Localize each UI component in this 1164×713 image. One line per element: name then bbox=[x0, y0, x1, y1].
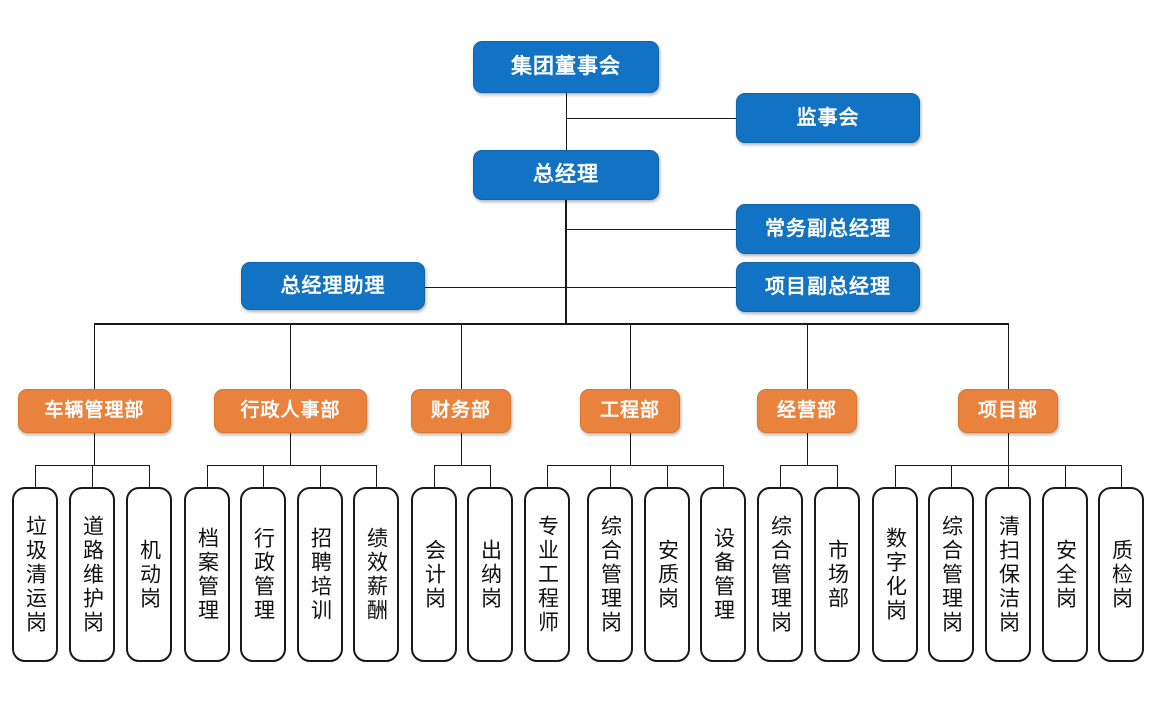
node-position[interactable]: 招聘培训 bbox=[297, 487, 343, 662]
node-position[interactable]: 市场部 bbox=[814, 487, 860, 662]
node-position[interactable]: 数字化岗 bbox=[872, 487, 918, 662]
connector-department-bus bbox=[94, 323, 1009, 325]
connector-dept-stem-3 bbox=[630, 323, 631, 389]
node-department[interactable]: 行政人事部 bbox=[214, 389, 367, 433]
node-position-label: 设备管理 bbox=[711, 526, 735, 623]
node-project-vice-gm[interactable]: 项目副总经理 bbox=[736, 262, 920, 312]
node-position-label: 综合管理岗 bbox=[939, 514, 963, 635]
node-department[interactable]: 车辆管理部 bbox=[18, 389, 171, 433]
connector-leaf-drop-3-1 bbox=[610, 465, 611, 487]
connector-leaf-drop-1-0 bbox=[207, 465, 208, 487]
connector-dept-down-0 bbox=[94, 433, 95, 465]
node-position[interactable]: 清扫保洁岗 bbox=[985, 487, 1031, 662]
connector-gm-to-exec-vice bbox=[566, 229, 737, 230]
node-position-label: 安质岗 bbox=[655, 538, 679, 611]
connector-leaf-drop-1-2 bbox=[320, 465, 321, 487]
node-general-manager[interactable]: 总经理 bbox=[473, 150, 659, 200]
node-gm-assistant[interactable]: 总经理助理 bbox=[241, 262, 425, 310]
node-department[interactable]: 财务部 bbox=[411, 389, 511, 433]
connector-board-to-supervisor bbox=[566, 118, 737, 119]
node-position[interactable]: 专业工程师 bbox=[524, 487, 570, 662]
node-executive-vice-gm[interactable]: 常务副总经理 bbox=[736, 204, 920, 254]
node-position[interactable]: 行政管理 bbox=[240, 487, 286, 662]
connector-leaf-drop-2-0 bbox=[434, 465, 435, 487]
connector-dept-stem-1 bbox=[290, 323, 291, 389]
node-position-label: 档案管理 bbox=[195, 526, 219, 623]
connector-leaf-drop-4-1 bbox=[837, 465, 838, 487]
connector-board-to-gm bbox=[566, 93, 567, 151]
connector-dept-down-2 bbox=[461, 433, 462, 465]
node-position[interactable]: 档案管理 bbox=[184, 487, 230, 662]
connector-fan-bar-1 bbox=[207, 465, 376, 466]
node-position[interactable]: 设备管理 bbox=[700, 487, 746, 662]
connector-dept-down-3 bbox=[630, 433, 631, 465]
connector-leaf-drop-3-3 bbox=[723, 465, 724, 487]
node-position-label: 行政管理 bbox=[251, 526, 275, 623]
node-position[interactable]: 综合管理岗 bbox=[757, 487, 803, 662]
node-position[interactable]: 道路维护岗 bbox=[69, 487, 115, 662]
node-position-label: 出纳岗 bbox=[478, 538, 502, 611]
connector-leaf-drop-5-3 bbox=[1065, 465, 1066, 487]
node-position-label: 会计岗 bbox=[422, 538, 446, 611]
connector-dept-down-4 bbox=[807, 433, 808, 465]
node-position[interactable]: 绩效薪酬 bbox=[353, 487, 399, 662]
connector-dept-stem-4 bbox=[807, 323, 808, 389]
connector-leaf-drop-1-3 bbox=[376, 465, 377, 487]
connector-fan-bar-4 bbox=[780, 465, 837, 466]
connector-leaf-drop-5-4 bbox=[1121, 465, 1122, 487]
connector-dept-down-1 bbox=[290, 433, 291, 465]
connector-dept-stem-2 bbox=[461, 323, 462, 389]
connector-leaf-drop-0-0 bbox=[35, 465, 36, 487]
connector-leaf-drop-5-1 bbox=[951, 465, 952, 487]
connector-leaf-drop-0-1 bbox=[92, 465, 93, 487]
node-position-label: 专业工程师 bbox=[535, 514, 559, 635]
node-department[interactable]: 项目部 bbox=[958, 389, 1058, 433]
connector-leaf-drop-5-0 bbox=[895, 465, 896, 487]
node-position-label: 招聘培训 bbox=[308, 526, 332, 623]
node-position-label: 道路维护岗 bbox=[80, 514, 104, 635]
connector-leaf-drop-3-0 bbox=[547, 465, 548, 487]
connector-gm-to-project-vice bbox=[566, 287, 737, 288]
connector-leaf-drop-1-1 bbox=[263, 465, 264, 487]
node-position[interactable]: 会计岗 bbox=[411, 487, 457, 662]
node-position-label: 垃圾清运岗 bbox=[23, 514, 47, 635]
connector-gm-assistant bbox=[425, 287, 567, 288]
node-position-label: 综合管理岗 bbox=[768, 514, 792, 635]
node-position[interactable]: 质检岗 bbox=[1098, 487, 1144, 662]
node-position[interactable]: 综合管理岗 bbox=[587, 487, 633, 662]
node-department[interactable]: 工程部 bbox=[580, 389, 680, 433]
node-position[interactable]: 垃圾清运岗 bbox=[12, 487, 58, 662]
connector-dept-stem-0 bbox=[94, 323, 95, 389]
node-supervisory-board[interactable]: 监事会 bbox=[736, 93, 920, 143]
connector-gm-trunk bbox=[565, 200, 567, 324]
connector-leaf-drop-0-2 bbox=[149, 465, 150, 487]
node-position-label: 数字化岗 bbox=[883, 526, 907, 623]
node-position[interactable]: 安质岗 bbox=[644, 487, 690, 662]
node-position-label: 安全岗 bbox=[1053, 538, 1077, 611]
node-position-label: 绩效薪酬 bbox=[364, 526, 388, 623]
connector-leaf-drop-4-0 bbox=[780, 465, 781, 487]
node-position[interactable]: 安全岗 bbox=[1042, 487, 1088, 662]
connector-leaf-drop-2-1 bbox=[490, 465, 491, 487]
node-position-label: 市场部 bbox=[825, 538, 849, 611]
node-position-label: 机动岗 bbox=[137, 538, 161, 611]
node-position[interactable]: 机动岗 bbox=[126, 487, 172, 662]
connector-leaf-drop-3-2 bbox=[667, 465, 668, 487]
node-position[interactable]: 综合管理岗 bbox=[928, 487, 974, 662]
connector-leaf-drop-5-2 bbox=[1008, 465, 1009, 487]
node-department[interactable]: 经营部 bbox=[757, 389, 857, 433]
node-position-label: 清扫保洁岗 bbox=[996, 514, 1020, 635]
node-board[interactable]: 集团董事会 bbox=[473, 41, 659, 93]
connector-fan-bar-3 bbox=[547, 465, 723, 466]
node-position-label: 质检岗 bbox=[1109, 538, 1133, 611]
node-position-label: 综合管理岗 bbox=[598, 514, 622, 635]
connector-fan-bar-2 bbox=[434, 465, 490, 466]
connector-dept-down-5 bbox=[1008, 433, 1009, 465]
connector-dept-stem-5 bbox=[1008, 323, 1009, 389]
node-position[interactable]: 出纳岗 bbox=[467, 487, 513, 662]
